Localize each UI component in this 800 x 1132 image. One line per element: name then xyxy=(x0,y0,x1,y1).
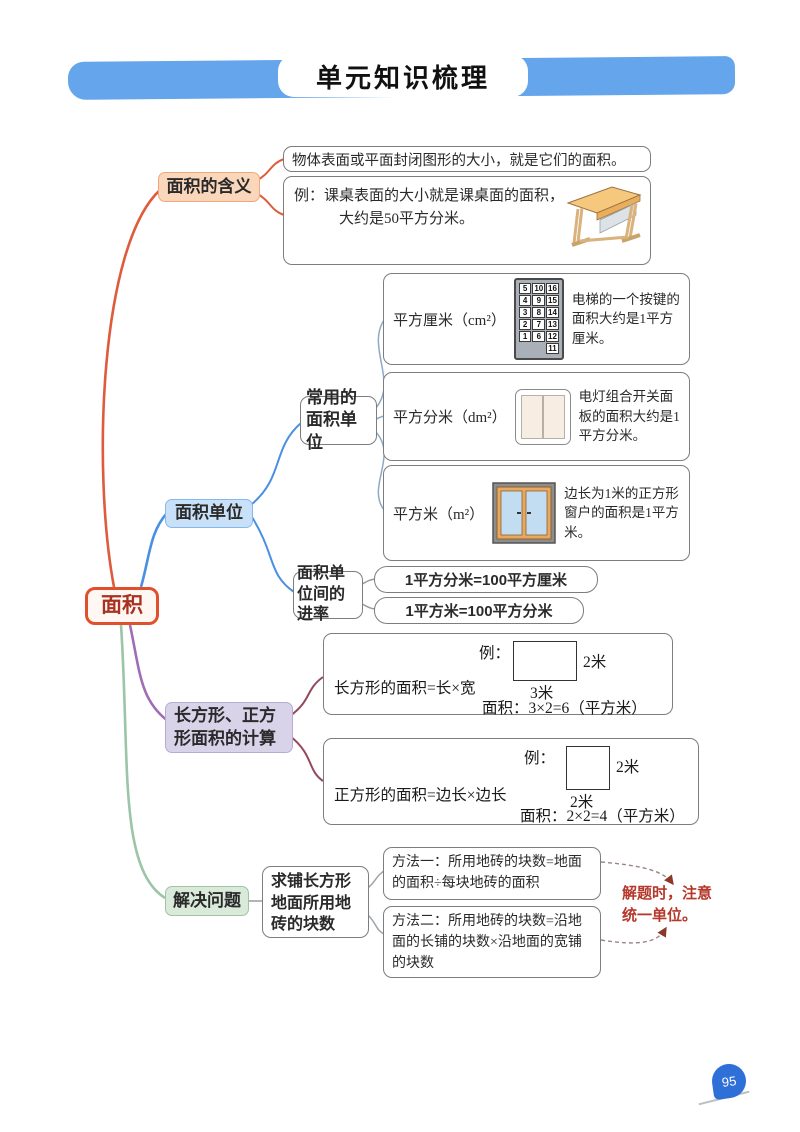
square-shape xyxy=(566,746,610,790)
unit-dm2-name: 平方分米（dm²） xyxy=(393,410,507,426)
problem-task-text: 求铺长方形地面所用地砖的块数 xyxy=(271,873,352,934)
rectangle-area-box: 长方形的面积=长×宽 例： 2米 3米 面积：3×2=6（平方米） xyxy=(323,633,673,717)
conversion-label: 面积单位间的进率 xyxy=(297,564,346,624)
desk-icon xyxy=(566,186,642,247)
unit-consistency-note: 解题时，注意 统一单位。 xyxy=(622,884,722,928)
meaning-example-line2: 大约是50平方分米。 xyxy=(339,210,475,227)
rectangle-shape xyxy=(513,641,577,681)
branch-node-units: 面积单位 xyxy=(165,499,253,528)
square-side-right: 2米 xyxy=(616,759,640,776)
method2-text: 方法二：所用地砖的块数=沿地面的长铺的块数×沿地面的宽铺的块数 xyxy=(392,914,582,971)
window-icon xyxy=(492,482,556,544)
unit-m2-name: 平方米（m²） xyxy=(393,506,485,523)
rectangle-example-label: 例： xyxy=(479,645,511,662)
branch-node-meaning-label: 面积的含义 xyxy=(166,176,252,196)
conversion-rule-1: 1平方分米=100平方厘米 xyxy=(374,566,598,593)
root-node-label: 面积 xyxy=(101,594,143,618)
light-switch-icon xyxy=(514,388,571,445)
meaning-example-box: 例：课桌表面的大小就是课桌面的面积， 大约是50平方分米。 xyxy=(283,176,651,265)
unit-cm2-desc: 电梯的一个按键的面积大约是1平方厘米。 xyxy=(571,291,680,346)
unit-box-m2: 平方米（m²） 边长为1米的正方形窗户的面积是1平方米。 xyxy=(383,465,690,561)
unit-dm2-desc: 电灯组合开关面板的面积大约是1平方分米。 xyxy=(578,389,680,444)
branch-node-problem: 解决问题 xyxy=(165,886,249,916)
root-node-area: 面积 xyxy=(85,587,159,625)
note-line1: 解题时，注意 xyxy=(622,886,713,902)
rectangle-area-result: 面积：3×2=6（平方米） xyxy=(482,700,647,717)
rectangle-side-bottom: 3米 xyxy=(530,685,554,702)
meaning-example-line1: 例：课桌表面的大小就是课桌面的面积， xyxy=(294,188,565,204)
branch-node-calculation: 长方形、正方形面积的计算 xyxy=(165,702,293,753)
conversion-rule-1-text: 1平方分米=100平方厘米 xyxy=(404,572,568,589)
unit-cm2-name: 平方厘米（cm²） xyxy=(393,312,506,329)
method1-text: 方法一：所用地砖的块数=地面的面积÷每块地砖的面积 xyxy=(392,855,582,891)
method2-box: 方法二：所用地砖的块数=沿地面的长铺的块数×沿地面的宽铺的块数 xyxy=(383,906,601,978)
unit-m2-desc: 边长为1米的正方形窗户的面积是1平方米。 xyxy=(564,485,679,540)
page-number-badge: 95 xyxy=(709,1061,749,1101)
rectangle-formula: 长方形的面积=长×宽 xyxy=(334,680,476,697)
square-area-result: 面积：2×2=4（平方米） xyxy=(520,808,685,825)
branch-node-calculation-label: 长方形、正方形面积的计算 xyxy=(174,706,276,748)
page-number: 95 xyxy=(720,1072,738,1090)
method1-box: 方法一：所用地砖的块数=地面的面积÷每块地砖的面积 xyxy=(383,847,601,900)
meaning-definition-box: 物体表面或平面封闭图形的大小，就是它们的面积。 xyxy=(283,146,651,172)
note-line2: 统一单位。 xyxy=(622,907,698,924)
problem-task-box: 求铺长方形地面所用地砖的块数 xyxy=(262,866,369,938)
conversion-rule-2-text: 1平方米=100平方分米 xyxy=(405,603,553,620)
common-units-label: 常用的面积单位 xyxy=(306,388,357,452)
page-title: 单元知识梳理 xyxy=(278,55,528,97)
conversion-rule-2: 1平方米=100平方分米 xyxy=(374,597,584,624)
branch-node-problem-label: 解决问题 xyxy=(173,890,241,910)
square-example-label: 例： xyxy=(524,750,556,767)
branch-node-units-label: 面积单位 xyxy=(175,503,243,523)
square-formula: 正方形的面积=边长×边长 xyxy=(334,787,507,804)
meaning-definition-text: 物体表面或平面封闭图形的大小，就是它们的面积。 xyxy=(292,152,626,169)
square-side-bottom: 2米 xyxy=(570,794,594,811)
unit-box-dm2: 平方分米（dm²） 电灯组合开关面板的面积大约是1平方分米。 xyxy=(383,372,690,461)
branch-node-meaning: 面积的含义 xyxy=(158,172,260,202)
square-area-box: 正方形的面积=边长×边长 例： 2米 2米 面积：2×2=4（平方米） xyxy=(323,738,699,825)
common-units-node: 常用的面积单位 xyxy=(300,388,377,452)
conversion-node: 面积单位间的进率 xyxy=(293,565,363,623)
rectangle-side-right: 2米 xyxy=(583,654,607,671)
